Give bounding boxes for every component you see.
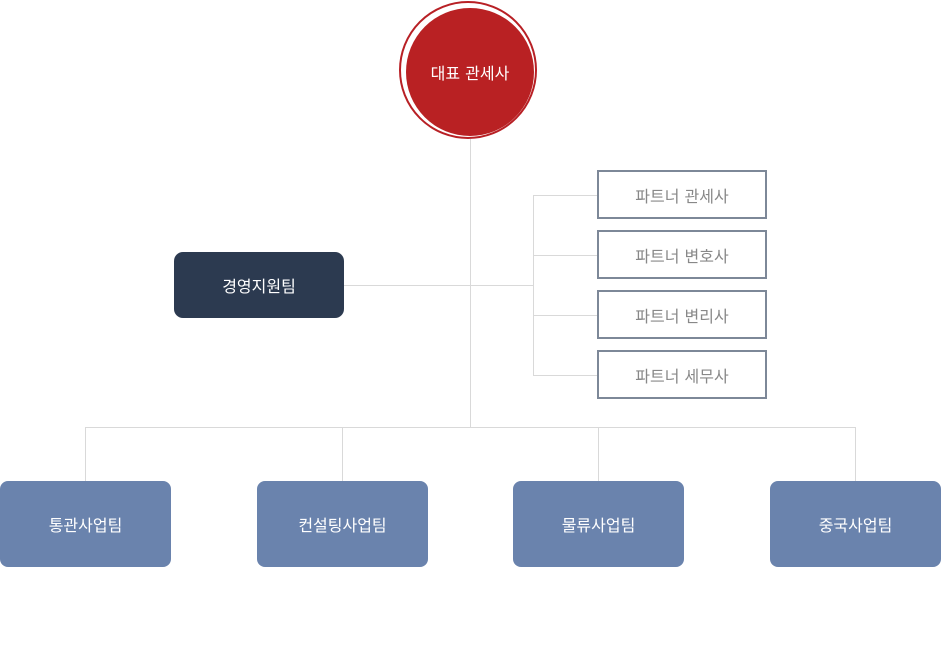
partner-node: 파트너 변호사 [597, 230, 767, 279]
partner-label: 파트너 관세사 [635, 186, 729, 206]
connector-support-branch [344, 285, 534, 286]
connector-teams-bar [85, 427, 856, 428]
support-team-node: 경영지원팀 [174, 252, 344, 318]
partner-node: 파트너 세무사 [597, 350, 767, 399]
connector-team-1 [85, 427, 86, 481]
connector-partner-2 [533, 255, 597, 256]
partner-label: 파트너 세무사 [635, 366, 729, 386]
connector-team-4 [855, 427, 856, 481]
business-team-node: 컨설팅사업팀 [257, 481, 428, 567]
connector-partner-spine [533, 195, 534, 375]
business-team-label: 물류사업팀 [561, 516, 636, 535]
business-team-label: 통관사업팀 [48, 516, 123, 535]
ceo-node-label: 대표 관세사 [430, 64, 510, 83]
connector-partner-3 [533, 315, 597, 316]
business-team-node: 통관사업팀 [0, 481, 171, 567]
ceo-node: 대표 관세사 [406, 8, 534, 136]
business-team-label: 컨설팅사업팀 [298, 516, 387, 535]
partner-node: 파트너 변리사 [597, 290, 767, 339]
connector-team-2 [342, 427, 343, 481]
connector-team-3 [598, 427, 599, 481]
connector-partner-4 [533, 375, 597, 376]
business-team-node: 중국사업팀 [770, 481, 941, 567]
partner-label: 파트너 변리사 [635, 306, 729, 326]
connector-ceo-trunk [470, 139, 471, 427]
business-team-node: 물류사업팀 [513, 481, 684, 567]
connector-partner-1 [533, 195, 597, 196]
partner-label: 파트너 변호사 [635, 246, 729, 266]
support-team-label: 경영지원팀 [222, 277, 296, 296]
business-team-label: 중국사업팀 [818, 516, 893, 535]
partner-node: 파트너 관세사 [597, 170, 767, 219]
